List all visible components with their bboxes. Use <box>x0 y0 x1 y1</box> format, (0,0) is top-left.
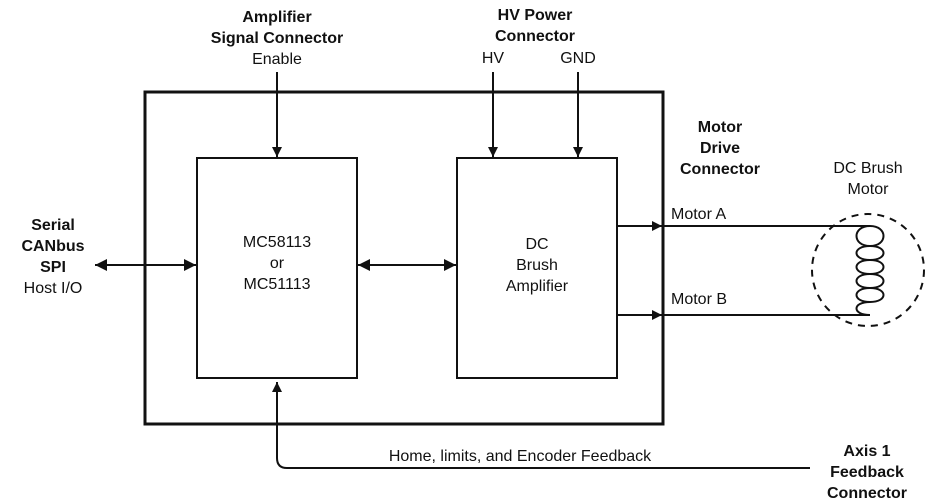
hv-power-title-line1: HV Power <box>498 7 573 24</box>
host-line2: CANbus <box>21 238 84 255</box>
amplifier-line2: Brush <box>516 257 558 274</box>
host-line1: Serial <box>31 217 75 234</box>
host-line3: SPI <box>40 259 66 276</box>
module-outline <box>143 90 665 426</box>
host-line4: Host I/O <box>24 280 83 297</box>
amplifier-line1: DC <box>525 236 548 253</box>
gnd-label: GND <box>560 50 596 67</box>
motor-drive-line3: Connector <box>680 161 760 178</box>
amp-signal-title-line1: Amplifier <box>242 9 311 26</box>
feedback-label: Home, limits, and Encoder Feedback <box>389 448 652 465</box>
motor-drive-line1: Motor <box>698 119 742 136</box>
motor-a-label: Motor A <box>671 206 726 223</box>
amplifier-line3: Amplifier <box>506 278 569 295</box>
motor-label-line2: Motor <box>848 181 890 198</box>
motor-label-line1: DC Brush <box>833 160 902 177</box>
motor-drive-line2: Drive <box>700 140 740 157</box>
enable-label: Enable <box>252 51 302 68</box>
motor-coil-icon <box>855 225 885 316</box>
axis-line2: Feedback <box>830 464 904 481</box>
controller-block <box>196 157 358 379</box>
amp-signal-title-line2: Signal Connector <box>211 30 343 47</box>
motor-b-label: Motor B <box>671 291 727 308</box>
controller-line3: MC51113 <box>244 276 311 293</box>
feedback-path <box>272 382 810 469</box>
controller-line1: MC58113 <box>243 234 311 251</box>
hv-power-title-line2: Connector <box>495 28 575 45</box>
hv-label: HV <box>482 50 505 67</box>
amplifier-block <box>456 157 618 379</box>
controller-line2: or <box>270 255 285 272</box>
axis-line1: Axis 1 <box>843 443 890 460</box>
axis-line3: Connector <box>827 485 907 502</box>
motor-symbol <box>811 213 925 327</box>
